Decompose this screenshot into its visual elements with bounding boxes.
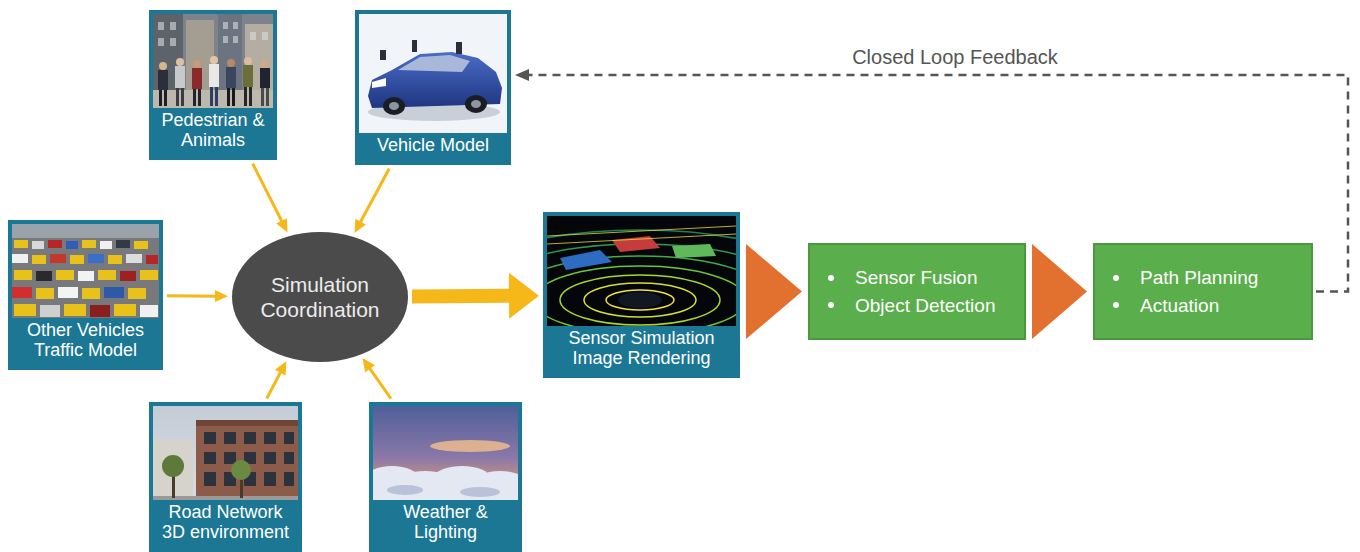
- input-arrow: [253, 164, 288, 233]
- connector-line: [359, 169, 389, 224]
- bullet-dot: [828, 275, 834, 281]
- connector-line: [267, 370, 282, 398]
- arrow-head: [509, 273, 539, 319]
- bullet-dot: [1113, 302, 1119, 308]
- process-box: Path PlanningActuation: [1093, 243, 1313, 340]
- environment-box: Road Network 3D environment: [149, 402, 302, 552]
- triangle-shape: [746, 244, 802, 339]
- weather-box: Weather & Lighting: [369, 402, 522, 552]
- bullet-item: Sensor Fusion: [828, 266, 1024, 290]
- text-block: Sensor Simulation Image Rendering: [547, 329, 736, 374]
- box-text: Actuation: [1140, 294, 1219, 318]
- coordination-ellipse: Simulation Coordination: [232, 232, 408, 362]
- bullet-item: Path Planning: [1113, 266, 1311, 290]
- vehicle-box: Vehicle Model: [355, 10, 511, 165]
- sensor-box: Sensor Simulation Image Rendering: [543, 212, 740, 378]
- output-arrow: [412, 273, 539, 319]
- input-arrow: [363, 358, 391, 399]
- box-caption: Pedestrian & Animals: [154, 111, 272, 151]
- connector-line: [253, 164, 283, 224]
- box-caption: Vehicle Model: [360, 136, 506, 156]
- box-caption: Road Network 3D environment: [158, 503, 293, 543]
- box-caption: Sensor Simulation Image Rendering: [548, 329, 735, 369]
- ellipse-text: Simulation Coordination: [254, 272, 386, 322]
- arrow-head: [515, 69, 529, 81]
- bullet-dot: [1113, 275, 1119, 281]
- connector-line: [167, 294, 218, 297]
- box-text: Object Detection: [855, 294, 995, 318]
- input-arrow: [267, 361, 287, 398]
- arrow-head: [363, 358, 375, 372]
- edge-label: Closed Loop Feedback: [848, 45, 1062, 69]
- ellipse-shape: [232, 232, 408, 362]
- bullet-item: Actuation: [1113, 294, 1311, 318]
- box-text: Sensor Fusion: [855, 266, 978, 290]
- text-block: Other Vehicles Traffic Model: [12, 321, 159, 366]
- box-caption: Weather & Lighting: [378, 503, 513, 543]
- pedestrian-box: Pedestrian & Animals: [149, 10, 277, 160]
- connector-line: [412, 289, 515, 304]
- arrow-head: [275, 361, 286, 375]
- box-caption: Other Vehicles Traffic Model: [13, 321, 158, 361]
- text-block: Weather & Lighting: [373, 503, 518, 548]
- connector-line: [369, 367, 391, 399]
- flow-triangle: [1032, 244, 1087, 339]
- bullet-item: Object Detection: [828, 294, 1024, 318]
- text-block: Road Network 3D environment: [153, 503, 298, 548]
- arrow-head: [215, 290, 228, 302]
- process-box: Sensor FusionObject Detection: [808, 243, 1026, 340]
- text-block: Pedestrian & Animals: [153, 111, 273, 156]
- arrow-head: [354, 219, 365, 233]
- box-text: Path Planning: [1140, 266, 1258, 290]
- text-block: Vehicle Model: [359, 136, 507, 161]
- input-arrow: [167, 290, 228, 302]
- text-block: Simulation Coordination: [254, 272, 386, 322]
- bullet-dot: [828, 302, 834, 308]
- flow-triangle: [746, 244, 802, 339]
- triangle-shape: [1032, 244, 1087, 339]
- arrow-head: [276, 218, 287, 232]
- traffic-box: Other Vehicles Traffic Model: [8, 220, 163, 370]
- input-arrow: [354, 169, 389, 234]
